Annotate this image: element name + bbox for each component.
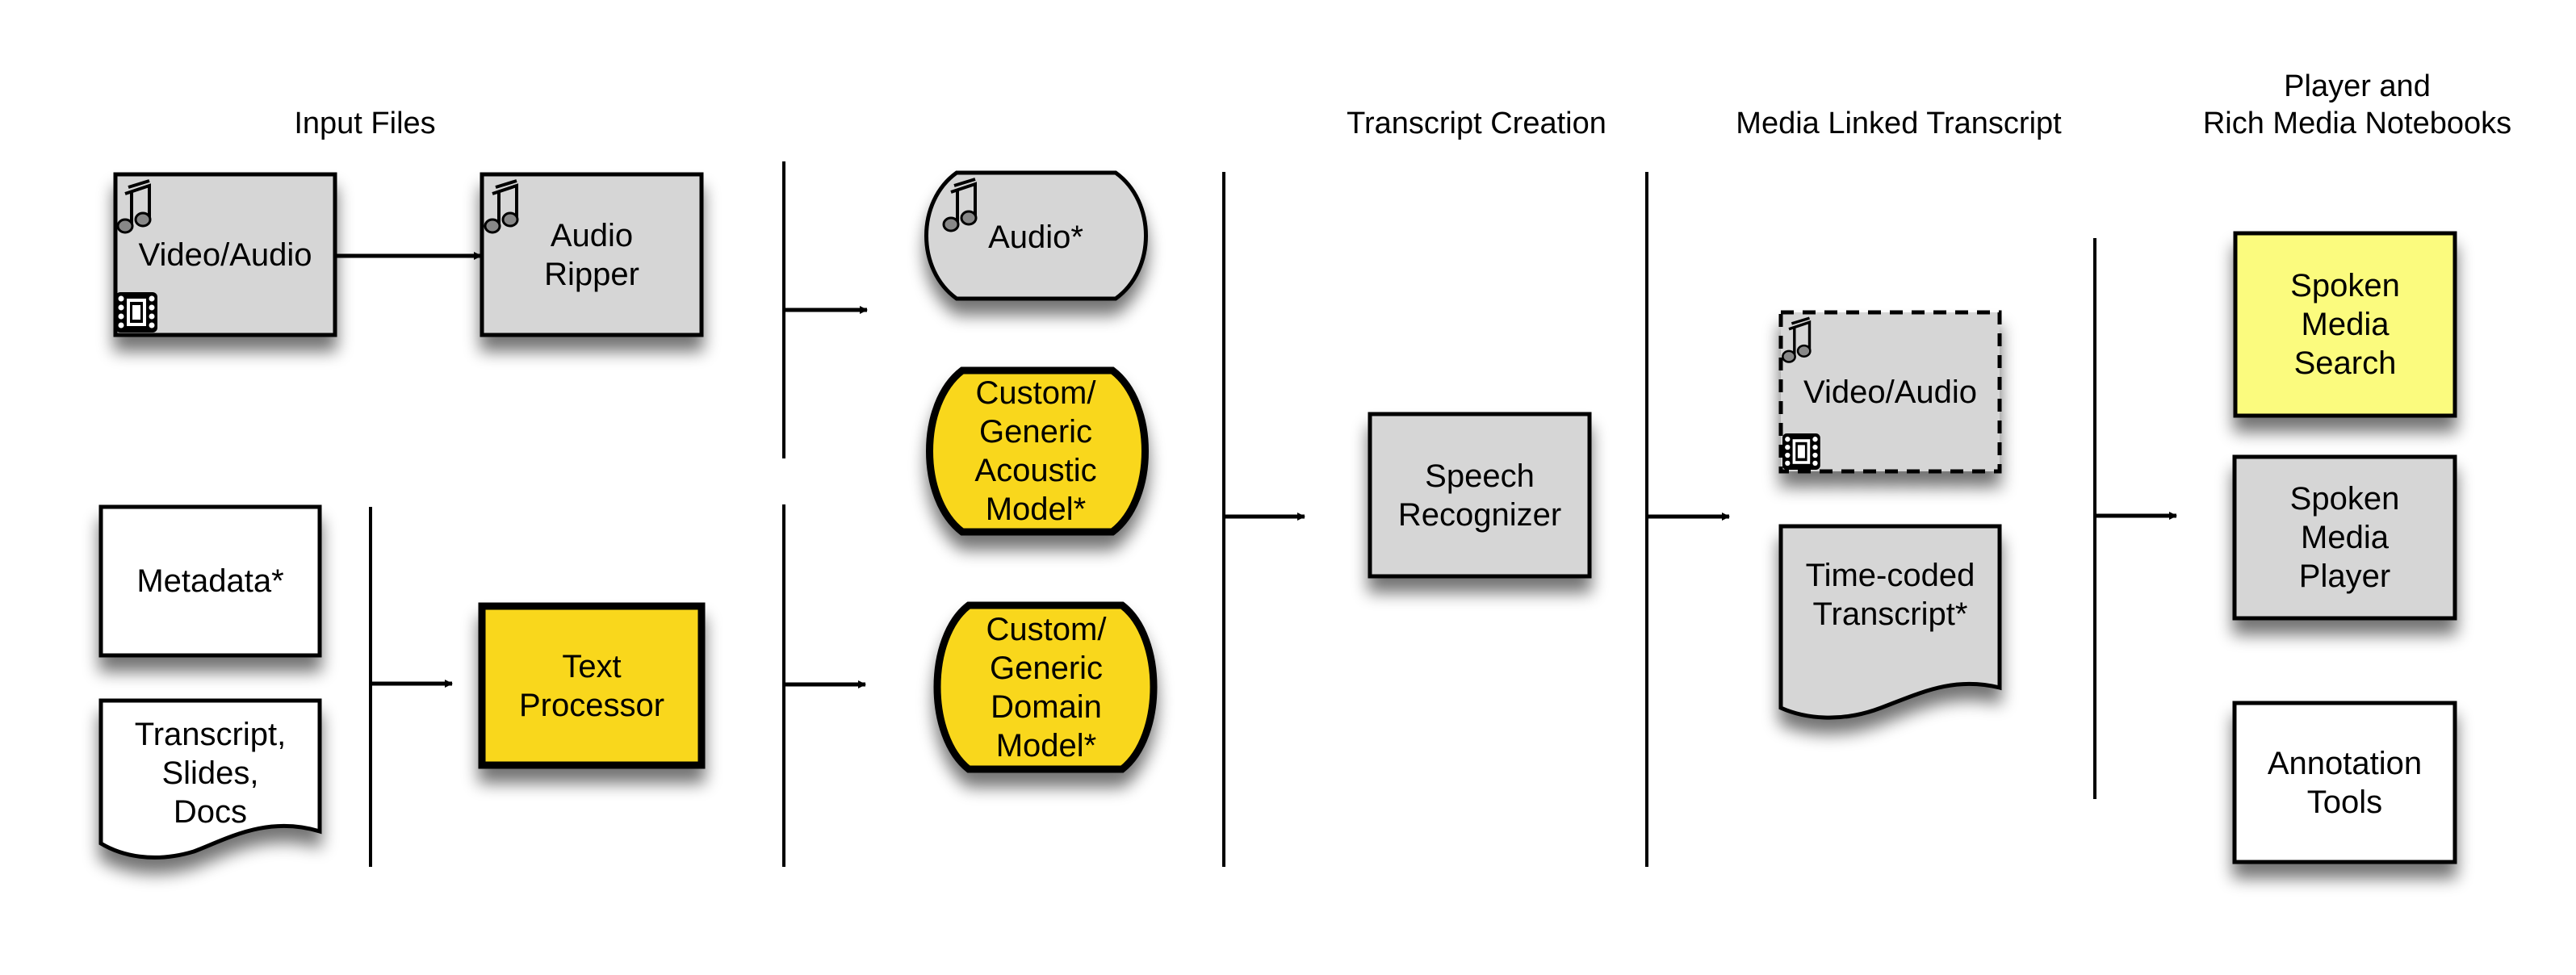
label-spoken-media-search: Spoken Media Search	[2290, 268, 2400, 381]
column-title-input-files: Input Files	[294, 107, 436, 140]
node-spoken-media-search[interactable]	[2233, 231, 2457, 418]
label-annotation-tools: Annotation Tools	[2267, 745, 2423, 820]
node-spoken-media-player[interactable]	[2232, 454, 2457, 621]
column-title-media-linked-transcript: Media Linked Transcript	[1736, 107, 2062, 140]
node-audio-store[interactable]	[924, 170, 1148, 301]
node-speech-recognizer[interactable]	[1368, 412, 1592, 579]
label-acoustic-model: Custom/ Generic Acoustic Model*	[974, 375, 1097, 527]
separators	[369, 161, 2096, 867]
label-video-audio-input: Video/Audio	[138, 236, 312, 273]
label-speech-recognizer: Speech Recognizer	[1397, 458, 1562, 533]
label-audio-store: Audio*	[988, 220, 1083, 255]
node-domain-model[interactable]	[933, 601, 1158, 773]
label-video-audio-linked: Video/Audio	[1803, 374, 1977, 410]
label-text-processor: Text Processor	[518, 648, 665, 723]
column-title-transcript-creation: Transcript Creation	[1347, 107, 1606, 140]
label-transcript-slides-docs: Transcript, Slides, Docs	[134, 717, 287, 830]
node-audio-ripper[interactable]	[480, 172, 704, 337]
node-acoustic-model[interactable]	[926, 366, 1149, 536]
label-time-coded-transcript: Time-coded Transcript*	[1805, 558, 1975, 632]
node-text-processor[interactable]	[478, 602, 706, 769]
node-metadata[interactable]	[98, 504, 322, 658]
node-time-coded-transcript[interactable]	[1778, 524, 2002, 720]
node-annotation-tools[interactable]	[2232, 701, 2457, 864]
label-metadata: Metadata*	[136, 563, 284, 599]
arrows	[336, 252, 2177, 688]
node-transcript-slides-docs[interactable]	[98, 698, 322, 860]
label-domain-model: Custom/ Generic Domain Model*	[986, 611, 1107, 764]
column-title-player-notebooks: Player and Rich Media Notebooks	[2202, 69, 2512, 140]
label-audio-ripper: Audio Ripper	[544, 217, 639, 292]
label-spoken-media-player: Spoken Media Player	[2289, 481, 2400, 594]
